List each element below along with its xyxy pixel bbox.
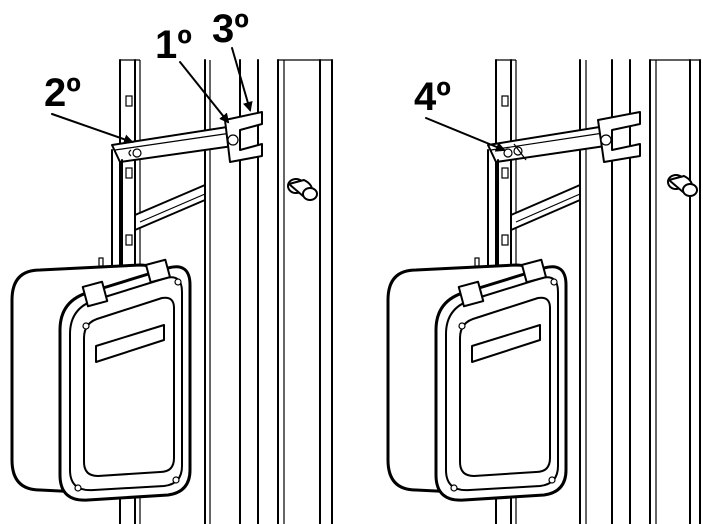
callout-step-3: 3º	[212, 7, 249, 51]
arrow-step-2	[51, 113, 134, 145]
left-enclosure	[10, 258, 192, 502]
right-back-brace	[510, 184, 581, 231]
left-panel: 1º 2º 3º	[10, 7, 333, 524]
right-panel: 4º	[386, 59, 701, 524]
left-hanging-arm	[111, 111, 263, 163]
left-back-brace	[134, 184, 206, 231]
arrow-step-3	[231, 47, 253, 112]
right-hanging-arm	[487, 111, 641, 163]
callout-step-1: 1º	[155, 23, 192, 67]
left-wall-peg	[287, 178, 318, 201]
arrow-step-4	[425, 117, 506, 152]
right-wall-peg	[667, 174, 698, 197]
callout-step-2: 2º	[44, 71, 81, 115]
arrow-step-1	[179, 61, 230, 124]
right-enclosure	[386, 258, 568, 502]
callout-step-4: 4º	[414, 75, 451, 119]
